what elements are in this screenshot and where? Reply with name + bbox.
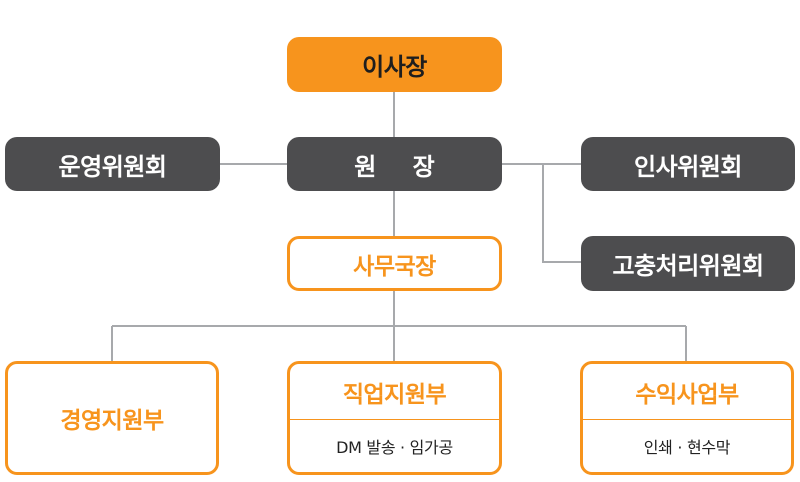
line-director-grievance — [542, 164, 581, 263]
grievance-committee-label: 고충처리위원회 — [612, 252, 764, 280]
director-box: 원 장 — [287, 137, 502, 191]
profit-business-duties: 인쇄 · 현수막 — [643, 438, 731, 457]
operating-committee-label: 운영위원회 — [58, 152, 167, 181]
profit-business-title: 수익사업부 — [583, 364, 791, 420]
personnel-committee-box: 인사위원회 — [581, 137, 795, 191]
job-support-title: 직업지원부 — [290, 364, 499, 420]
management-support-box: 경영지원부 — [5, 361, 219, 475]
job-support-duties: DM 발송 · 임가공 — [336, 438, 453, 457]
profit-business-box: 수익사업부 인쇄 · 현수막 — [580, 361, 794, 475]
chairman-label: 이사장 — [362, 53, 427, 81]
management-support-label: 경영지원부 — [60, 408, 164, 434]
director-label: 원 장 — [354, 152, 449, 181]
chairman-box: 이사장 — [287, 37, 502, 92]
personnel-committee-label: 인사위원회 — [634, 152, 742, 181]
grievance-committee-box: 고충처리위원회 — [581, 236, 795, 291]
secretary-general-box: 사무국장 — [287, 236, 502, 291]
job-support-box: 직업지원부 DM 발송 · 임가공 — [287, 361, 502, 475]
operating-committee-box: 운영위원회 — [5, 137, 220, 191]
secretary-general-label: 사무국장 — [353, 253, 436, 280]
